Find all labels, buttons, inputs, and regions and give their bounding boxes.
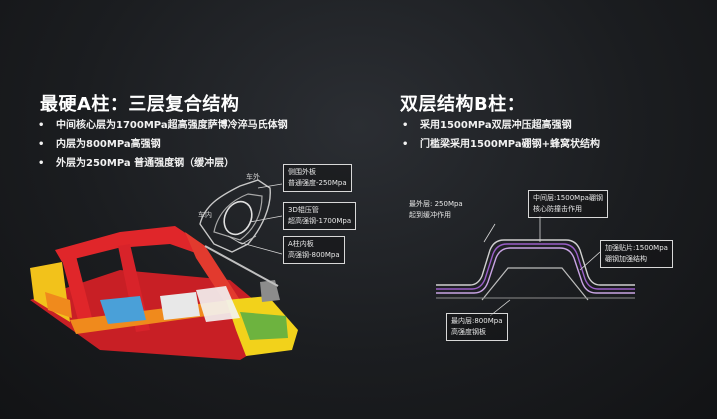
callout-detail: 起到缓冲作用 bbox=[409, 211, 451, 219]
b-pillar-title: 双层结构B柱： bbox=[400, 94, 526, 115]
callout-title: 3D辊压管 bbox=[288, 206, 319, 214]
callout-detail: 普通强度-250Mpa bbox=[288, 179, 347, 187]
list-item-text: 内层为800MPa高强钢 bbox=[56, 139, 161, 150]
callout-title: 中间层:1500Mpa硼钢 bbox=[533, 194, 603, 202]
callout-detail: 硼钢加强结构 bbox=[605, 255, 647, 263]
list-item: • 中间核心层为1700MPa超高强度萨博冷淬马氏体钢 bbox=[34, 116, 288, 135]
outside-label: 车外 bbox=[246, 173, 260, 181]
bullet-icon: • bbox=[38, 120, 45, 131]
side-outer-panel-callout: 侧围外板 普通强度-250Mpa bbox=[283, 164, 352, 192]
inside-label: 车内 bbox=[198, 211, 212, 219]
list-item: • 外层为250MPa 普通强度钢（缓冲层） bbox=[34, 154, 288, 173]
callout-detail: 高强钢-800Mpa bbox=[288, 251, 340, 259]
middle-layer-callout: 中间层:1500Mpa硼钢 核心防撞击作用 bbox=[528, 190, 608, 218]
callout-title: 加强贴片:1500Mpa bbox=[605, 244, 668, 252]
callout-title: 最外层: 250Mpa bbox=[409, 200, 463, 208]
bullet-icon: • bbox=[38, 139, 45, 150]
list-item-text: 采用1500MPa双层冲压超高强钢 bbox=[420, 120, 572, 131]
callout-detail: 核心防撞击作用 bbox=[533, 205, 582, 213]
list-item-text: 中间核心层为1700MPa超高强度萨博冷淬马氏体钢 bbox=[56, 120, 288, 131]
callout-title: 侧围外板 bbox=[288, 168, 316, 176]
bullet-icon: • bbox=[38, 158, 45, 169]
list-item: • 内层为800MPa高强钢 bbox=[34, 135, 288, 154]
callout-detail: 超高强钢-1700Mpa bbox=[288, 217, 352, 225]
bullet-icon: • bbox=[402, 120, 409, 131]
innermost-layer-callout: 最内层:800Mpa 高强度钢板 bbox=[446, 313, 508, 341]
b-pillar-bullets: • 采用1500MPa双层冲压超高强钢 • 门槛梁采用1500MPa硼钢+蜂窝状结构 bbox=[398, 116, 600, 154]
a-pillar-title: 最硬A柱：三层复合结构 bbox=[40, 94, 240, 115]
callout-title: A柱内板 bbox=[288, 240, 314, 248]
list-item-text: 外层为250MPa 普通强度钢（缓冲层） bbox=[56, 158, 235, 169]
reinforcement-patch-callout: 加强贴片:1500Mpa 硼钢加强结构 bbox=[600, 240, 673, 268]
list-item: • 门槛梁采用1500MPa硼钢+蜂窝状结构 bbox=[398, 135, 600, 154]
list-item: • 采用1500MPa双层冲压超高强钢 bbox=[398, 116, 600, 135]
a-pillar-inner-panel-callout: A柱内板 高强钢-800Mpa bbox=[283, 236, 345, 264]
callout-title: 最内层:800Mpa bbox=[451, 317, 503, 325]
a-pillar-bullets: • 中间核心层为1700MPa超高强度萨博冷淬马氏体钢 • 内层为800MPa高强钢… bbox=[34, 116, 288, 173]
outermost-layer-callout: 最外层: 250Mpa 起到缓冲作用 bbox=[409, 199, 463, 221]
callout-detail: 高强度钢板 bbox=[451, 328, 486, 336]
rolled-tube-callout: 3D辊压管 超高强钢-1700Mpa bbox=[283, 202, 357, 230]
bullet-icon: • bbox=[402, 139, 409, 150]
list-item-text: 门槛梁采用1500MPa硼钢+蜂窝状结构 bbox=[420, 139, 600, 150]
